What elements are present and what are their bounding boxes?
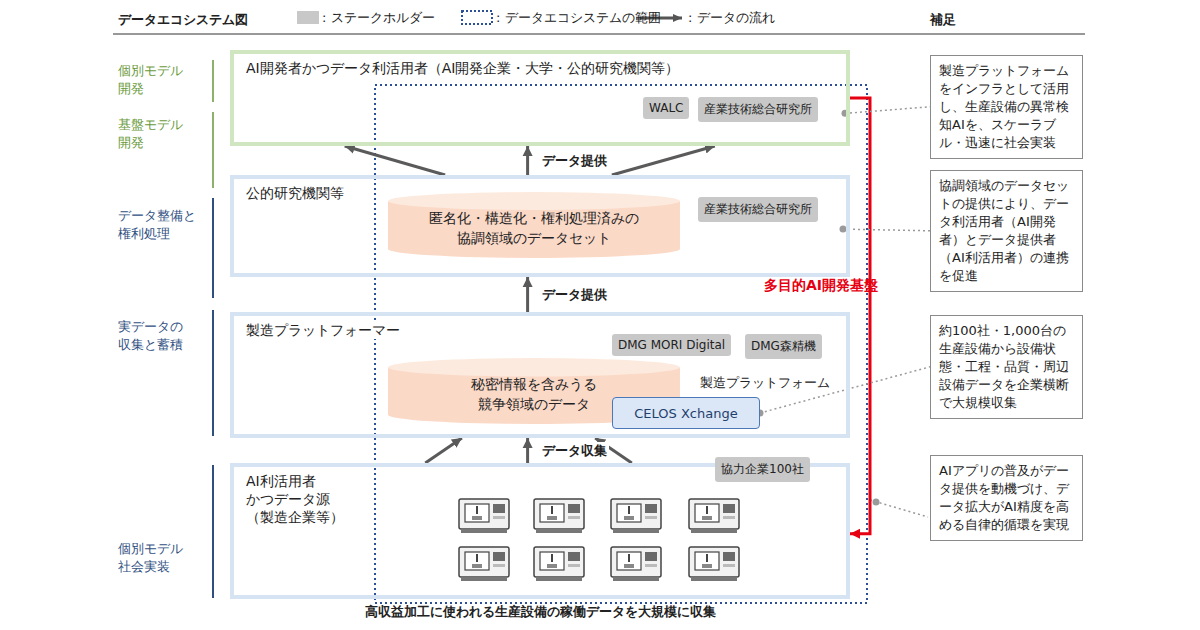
stakeholder-chip: DMG MORI Digital <box>612 334 731 356</box>
band-title: 製造プラットフォーマー <box>244 321 402 339</box>
legend-label: : データの流れ <box>688 9 775 27</box>
note-box: 協調領域のデータセットの提供により、データ利活用者（AI開発者）とデータ提供者（… <box>930 170 1083 292</box>
title-text: データエコシステム図 <box>118 11 248 29</box>
flow-label-text: データ収集 <box>542 442 607 460</box>
stage-label: 個別モデル開発 <box>118 62 188 97</box>
note-box: 約100社・1,000台の生産設備から設備状態・工程・品質・周辺設備データを企業… <box>930 315 1083 419</box>
stakeholder-chip: 協力企業100社 <box>715 457 810 482</box>
stage-label: 基盤モデル開発 <box>118 116 188 151</box>
legend-label: : データエコシステムの範囲 <box>496 9 661 27</box>
caption-text: 高収益加工に使われる生産設備の稼働データを大規模に収集 <box>365 603 716 621</box>
legend-swatch <box>297 11 319 24</box>
note-box: 製造プラットフォームをインフラとして活用し、生産設備の異常検知AIを、スケーラブ… <box>930 55 1083 159</box>
ecosystem-region <box>375 85 867 603</box>
flow-label-text: データ提供 <box>542 152 607 170</box>
node-text: 協力企業100社 <box>721 461 804 478</box>
flow-arrow <box>612 146 715 175</box>
note-text: 協調領域のデータセットの提供により、データ利活用者（AI開発者）とデータ提供者（… <box>939 177 1074 285</box>
platform-box: CELOS Xchange <box>612 397 760 429</box>
label-text: データ整備と権利処理 <box>118 207 202 242</box>
band-title: AI開発者かつデータ利活用者（AI開発企業・大学・公的研究機関等） <box>244 59 681 77</box>
side-bar <box>212 60 214 102</box>
flow-label: データ提供 <box>540 152 609 170</box>
stage-label: 個別モデル社会実装 <box>118 540 188 575</box>
leader-line <box>845 107 930 114</box>
legend-dotted-sample <box>462 11 492 24</box>
band-title: AI利活用者 かつデータ源 （製造企業等） <box>244 472 358 527</box>
node-text: DMG森精機 <box>751 338 816 355</box>
node-text: 匿名化・構造化・権利処理済みの 協調領域のデータセット <box>404 201 664 248</box>
side-bar <box>212 465 214 598</box>
node-text: DMG MORI Digital <box>618 338 725 352</box>
stage-label: 実データの収集と蓄積 <box>118 318 188 353</box>
legend-text: : データの流れ <box>688 9 775 27</box>
legend-text: : データエコシステムの範囲 <box>496 9 661 27</box>
note-text: 約100社・1,000台の生産設備から設備状態・工程・品質・周辺設備データを企業… <box>939 322 1074 412</box>
label-text: 製造プラットフォーム <box>700 374 830 392</box>
platform-label: 製造プラットフォーム <box>700 374 830 392</box>
label-text: 実データの収集と蓄積 <box>118 318 188 353</box>
flow-label: データ収集 <box>540 442 609 460</box>
flow-arrow <box>850 98 870 534</box>
flow-arrow <box>425 438 462 463</box>
label-text: 補足 <box>930 11 956 29</box>
flow-arrow <box>345 146 445 175</box>
node-text: 産業技術総合研究所 <box>704 101 812 118</box>
node-text: CELOS Xchange <box>634 406 737 421</box>
diagram-title: データエコシステム図 <box>118 11 248 29</box>
stakeholder-chip: WALC <box>643 97 689 119</box>
flow-label: データ提供 <box>540 286 609 304</box>
cylinder-top <box>388 358 680 377</box>
label-text: 個別モデル社会実装 <box>118 540 188 575</box>
note-box: AIアプリの普及がデータ提供を動機づけ、データ拡大がAI精度を高める自律的循環を… <box>930 455 1083 541</box>
stage-band: AI開発者かつデータ利活用者（AI開発企業・大学・公的研究機関等） WALC 産業技… <box>230 50 850 146</box>
header-rule <box>113 34 1085 35</box>
label-text: 基盤モデル開発 <box>118 116 188 151</box>
band-title: 公的研究機関等 <box>244 184 346 202</box>
side-bar <box>212 310 214 436</box>
node-text: 産業技術総合研究所 <box>704 201 812 218</box>
flow-arrow <box>526 277 529 312</box>
stage-band: 公的研究機関等匿名化・構造化・権利処理済みの 協調領域のデータセット 産業技術総合… <box>230 175 850 277</box>
leader-dot <box>873 499 880 506</box>
platform-name: 多目的AI開発基盤 <box>764 276 878 295</box>
legend-label: : ステークホルダー <box>322 9 435 27</box>
leader-dot <box>840 226 847 233</box>
side-bar <box>212 198 214 298</box>
stakeholder-chip: 産業技術総合研究所 <box>698 197 818 222</box>
stakeholder-chip: DMG森精機 <box>745 334 822 359</box>
note-text: 製造プラットフォームをインフラとして活用し、生産設備の異常検知AIを、スケーラブ… <box>939 62 1074 152</box>
dataset-cylinder: 匿名化・構造化・権利処理済みの 協調領域のデータセット <box>388 192 680 258</box>
stakeholder-chip: 産業技術総合研究所 <box>698 97 818 122</box>
legend-text: : ステークホルダー <box>322 9 435 27</box>
node-text: 秘密情報を含みうる 競争領域のデータ <box>454 367 614 414</box>
stage-band: AI利活用者 かつデータ源 （製造企業等） 協力企業100社 <box>230 463 850 599</box>
flow-arrow <box>526 438 529 463</box>
cylinder-top <box>388 192 680 210</box>
label-text: 多目的AI開発基盤 <box>764 276 878 295</box>
stage-label: データ整備と権利処理 <box>118 207 202 242</box>
note-text: AIアプリの普及がデータ提供を動機づけ、データ拡大がAI精度を高める自律的循環を… <box>939 462 1074 534</box>
machine-icons <box>459 499 739 581</box>
node-text: WALC <box>649 101 683 115</box>
flow-label-text: データ提供 <box>542 286 607 304</box>
label-text: 個別モデル開発 <box>118 62 188 97</box>
leader-line <box>843 229 930 231</box>
flow-arrow <box>526 146 529 175</box>
side-bar <box>212 112 214 188</box>
diagram-caption: 高収益加工に使われる生産設備の稼働データを大規模に収集 <box>365 603 716 621</box>
section-heading: 補足 <box>930 11 956 29</box>
stage-band: 製造プラットフォーマー DMG MORI Digital DMG森精機秘密情報を含み… <box>230 312 850 438</box>
